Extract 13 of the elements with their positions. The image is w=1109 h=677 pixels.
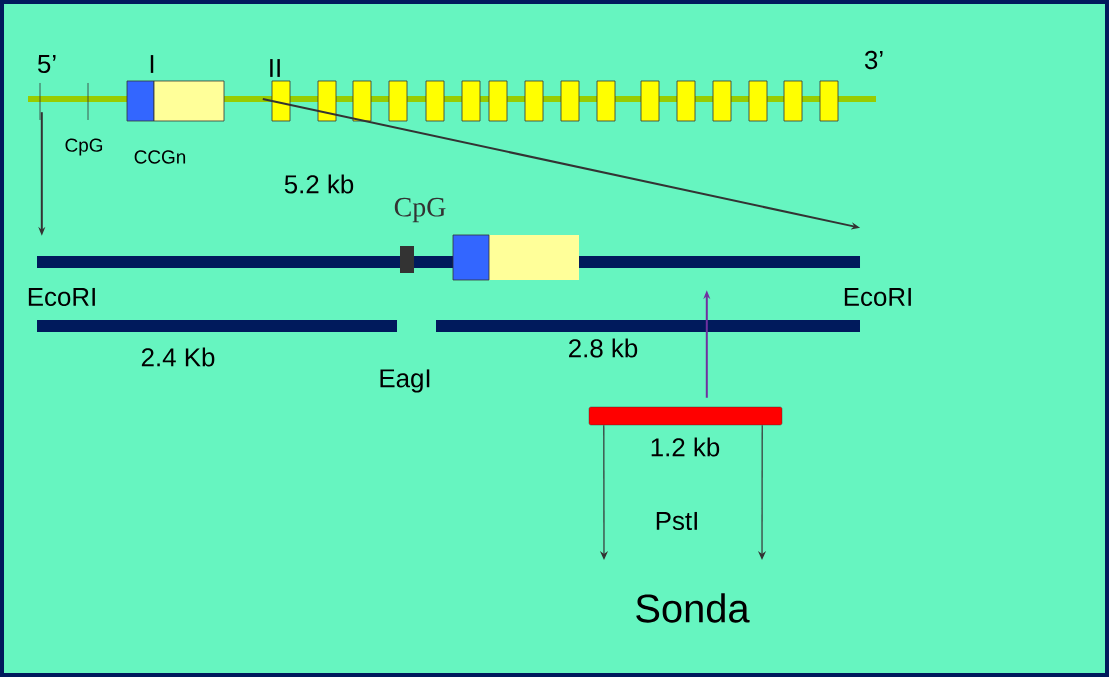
probe-bar [588,406,783,426]
enzyme-label: EagI [380,369,430,393]
enzyme-label: PstI [656,511,697,531]
probe-label: Sonda [636,593,750,623]
size-label: 2.4 Kb [141,347,215,367]
enzyme-label: EcoRI [844,287,911,307]
size-label: 2.8 kb [569,338,638,358]
size-label: 5.2 kb [284,174,354,194]
site-label: CpG [65,138,103,156]
exon-number: II [270,59,280,77]
site-label: CpG [394,197,446,223]
site-label: CCGn [134,150,186,164]
end-label: 3’ [864,50,883,70]
